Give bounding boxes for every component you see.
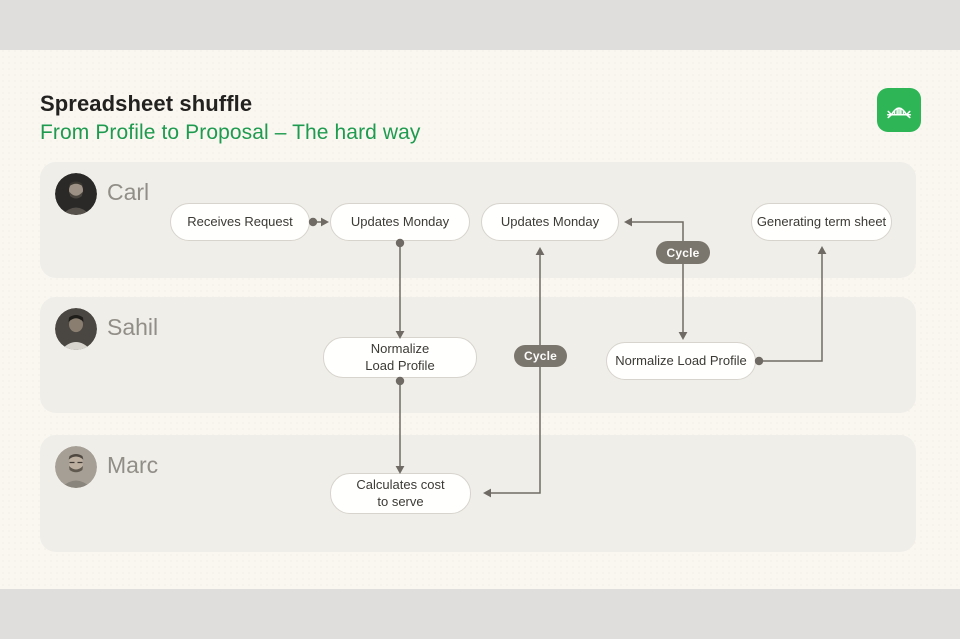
avatar-carl [55,173,97,215]
brand-logo [877,88,921,132]
node-updates-monday-2: Updates Monday [481,203,619,241]
avatar-marc [55,446,97,488]
page-title: Spreadsheet shuffle [40,91,253,116]
avatar-sahil [55,308,97,350]
lane-name-carl: Carl [107,179,150,205]
node-receives-request: Receives Request [170,203,310,241]
node-updates-monday-1: Updates Monday [330,203,470,241]
cycle-badge-middle: Cycle [514,345,567,367]
letterbox-bar-bottom [0,589,960,639]
bridge-icon [887,107,911,119]
node-generating-term-sheet: Generating term sheet [751,203,892,241]
lane-name-sahil: Sahil [107,314,159,340]
letterbox-bar-top [0,0,960,50]
node-normalize-load-profile-2: Normalize Load Profile [606,342,756,380]
lane-sahil: Sahil [40,297,916,413]
node-normalize-load-profile-1: Normalize Load Profile [323,337,477,378]
lane-marc: Marc [40,435,916,552]
cycle-badge-right: Cycle [656,241,710,264]
lane-name-marc: Marc [107,452,159,478]
page-subtitle: From Profile to Proposal – The hard way [40,121,421,144]
node-calculates-cost-to-serve: Calculates cost to serve [330,473,471,514]
